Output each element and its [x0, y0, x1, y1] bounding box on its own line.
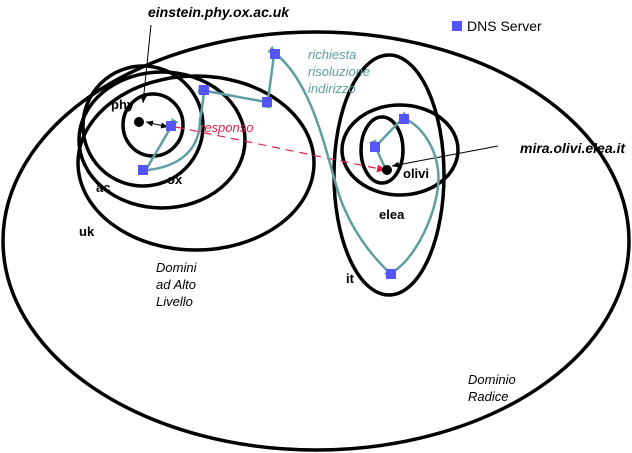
einstein-pointer-line — [140, 24, 152, 104]
request-arrow-elea-to-olivi — [375, 111, 410, 147]
response-arrow — [175, 126, 386, 173]
request-label-line3: indirizzo — [308, 81, 356, 96]
dns-server-phy — [166, 121, 176, 131]
dns-server-uk — [262, 97, 272, 107]
dns-server-it — [386, 269, 396, 279]
domain-label-elea: elea — [379, 207, 405, 222]
host-einstein-label: einstein.phy.ox.ac.uk — [148, 4, 290, 20]
ox-domain-ellipse — [81, 64, 205, 188]
domain-label-phy: phy — [111, 97, 135, 112]
legend-dns-server-swatch — [452, 21, 462, 31]
root-label-line2: Radice — [468, 389, 508, 404]
response-label: responso — [200, 120, 253, 135]
dns-server-ac — [199, 85, 209, 95]
request-arrow-ac-to-uk — [197, 85, 267, 104]
tld-label-line2: ad Alto — [156, 277, 196, 292]
elea-domain-ellipse — [340, 103, 460, 197]
dns-server-elea — [399, 114, 409, 124]
mira-pointer-line — [391, 145, 499, 168]
einstein-host-dot — [134, 117, 144, 127]
dns-server-olivi — [370, 142, 380, 152]
domain-label-ox: ox — [167, 172, 183, 187]
request-arrow-ox-to-ac — [139, 91, 206, 175]
request-arrow-phy-to-ox — [145, 118, 179, 169]
mira-host-dot — [382, 165, 392, 175]
tld-label-line1: Domini — [156, 260, 198, 275]
domain-label-olivi: olivi — [403, 166, 429, 181]
domain-label-uk: uk — [79, 224, 95, 239]
host-mira-label: mira.olivi.elea.it — [520, 140, 626, 156]
ac-domain-ellipse — [77, 70, 247, 210]
olivi-domain-ellipse — [359, 115, 405, 185]
request-label-line2: risoluzione — [308, 64, 370, 79]
einstein-to-phy-server-arrow — [145, 120, 169, 129]
root-domain-ellipse — [1, 30, 631, 452]
dns-server-ox — [138, 165, 148, 175]
dns-server-root — [270, 49, 280, 59]
domain-label-ac: ac — [96, 180, 110, 195]
legend-dns-server-label: DNS Server — [467, 18, 542, 34]
request-arrow-it-to-elea — [384, 117, 440, 280]
request-label-line1: richiesta — [308, 47, 356, 62]
root-label-line1: Dominio — [468, 372, 516, 387]
request-arrow-uk-to-root — [262, 54, 276, 109]
tld-label-line3: Livello — [156, 294, 193, 309]
domain-label-it: it — [346, 271, 355, 286]
request-arrow-root-to-it — [267, 45, 390, 273]
